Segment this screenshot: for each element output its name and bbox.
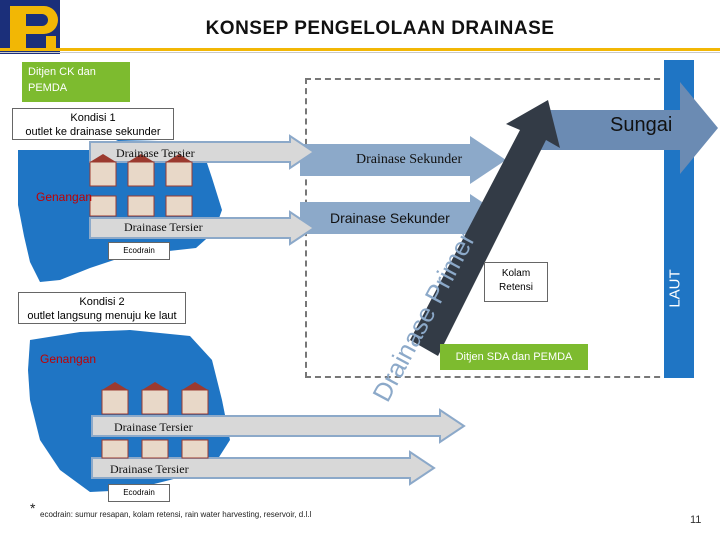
- tersier-arrow-4: [91, 450, 436, 486]
- footnote-text: ecodrain: sumur resapan, kolam retensi, …: [40, 510, 312, 519]
- drainase-tersier-label-2: Drainase Tersier: [124, 220, 203, 234]
- house-icon: [127, 154, 155, 187]
- drainase-tersier-label-1: Drainase Tersier: [116, 146, 195, 160]
- ecodrain-box-2: Ecodrain: [108, 484, 170, 502]
- kondisi1-line2: outlet ke drainase sekunder: [25, 126, 161, 138]
- house-icon: [101, 439, 129, 459]
- tersier-arrow-2: [89, 210, 316, 246]
- ditjen-sda-box: Ditjen SDA dan PEMDA: [440, 344, 588, 370]
- sekunder-arrow-1: [300, 136, 506, 184]
- page-number: 11: [690, 514, 702, 526]
- house-icon: [127, 195, 155, 217]
- ecodrain-box-1: Ecodrain: [108, 242, 170, 260]
- kondisi1-box: Kondisi 1 outlet ke drainase sekunder: [12, 108, 174, 140]
- drainase-tersier-label-4: Drainase Tersier: [110, 462, 189, 476]
- house-icon: [89, 195, 117, 217]
- tersier-arrow-3: [91, 408, 466, 444]
- logo: [0, 0, 60, 54]
- page-title: KONSEP PENGELOLAAN DRAINASE: [205, 18, 555, 39]
- kondisi2-line1: Kondisi 2: [79, 296, 125, 308]
- kondisi2-box: Kondisi 2 outlet langsung menuju ke laut: [18, 292, 186, 324]
- title-rule-shadow: [0, 52, 720, 53]
- house-icon: [165, 195, 193, 217]
- genangan-label-1: Genangan: [36, 190, 93, 204]
- house-icon: [165, 154, 193, 187]
- laut-label: LAUT: [666, 269, 684, 308]
- houses-2: [101, 382, 209, 459]
- house-icon: [181, 439, 209, 459]
- house-icon: [141, 439, 169, 459]
- houses-1: [89, 154, 193, 217]
- drainase-sekunder-label-2: Drainase Sekunder: [330, 210, 450, 226]
- sekunder-arrow-2: [300, 194, 506, 242]
- sungai-label: Sungai: [610, 114, 673, 136]
- footnote-marker: *: [30, 500, 36, 516]
- drainase-sekunder-label-1: Drainase Sekunder: [356, 152, 463, 167]
- ditjen-ck-box: Ditjen CK dan PEMDA: [22, 62, 130, 102]
- sungai-arrow: [540, 82, 718, 174]
- land-mass-2: [28, 330, 230, 492]
- house-icon: [101, 382, 129, 415]
- house-icon: [89, 154, 117, 187]
- title-rule: [0, 48, 720, 51]
- kondisi2-line2: outlet langsung menuju ke laut: [27, 310, 177, 322]
- primer-arrow: [410, 100, 560, 356]
- genangan-label-2: Genangan: [40, 352, 97, 366]
- kolam-retensi-box: Kolam Retensi: [484, 262, 548, 302]
- house-icon: [181, 382, 209, 415]
- house-icon: [141, 382, 169, 415]
- kondisi1-line1: Kondisi 1: [70, 112, 116, 124]
- drainase-tersier-label-3: Drainase Tersier: [114, 420, 193, 434]
